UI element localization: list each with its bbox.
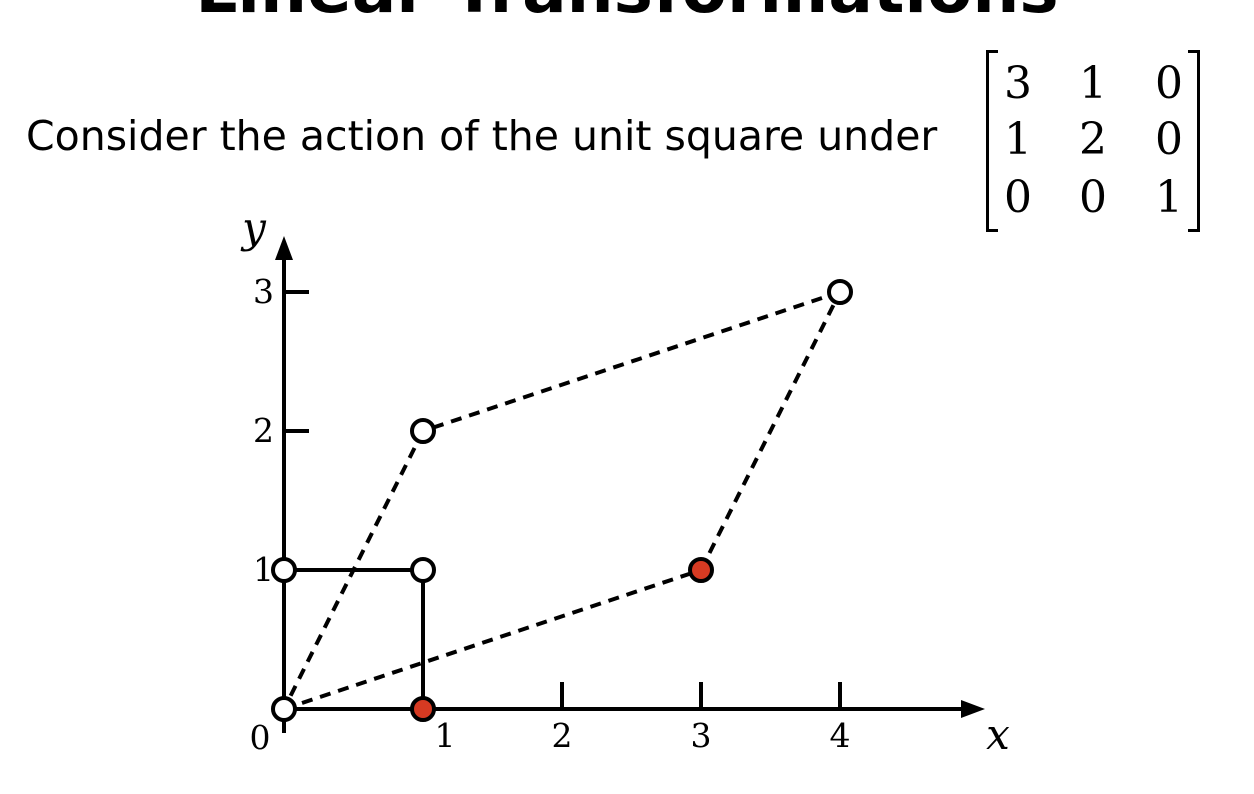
transformed-square-edge	[422, 290, 841, 433]
vertex-marker	[410, 557, 436, 583]
transformation-matrix: 3 1 0 1 2 0 0 0 1	[986, 50, 1200, 232]
transformed-square-edge	[283, 568, 702, 711]
x-tick-label: 1	[435, 716, 456, 755]
matrix-right-bracket	[1188, 50, 1200, 232]
x-tick-label: 3	[691, 716, 712, 755]
matrix-left-bracket	[986, 50, 998, 232]
vertex-marker	[271, 696, 297, 722]
vertex-marker	[271, 557, 297, 583]
origin-label: 0	[250, 718, 271, 757]
x-axis-label: x	[986, 710, 1010, 759]
subtitle: Consider the action of the unit square u…	[26, 112, 938, 160]
y-tick-label: 3	[253, 272, 274, 311]
matrix-cell: 1	[1079, 58, 1107, 109]
y-tick-label: 1	[253, 550, 274, 589]
vertex-marker	[827, 279, 853, 305]
matrix-cell: 0	[1079, 172, 1107, 223]
page-title: Linear Transformations	[0, 0, 1254, 23]
matrix-cell: 3	[1004, 58, 1032, 109]
matrix-cell: 0	[1004, 172, 1032, 223]
matrix-cell: 1	[1004, 114, 1032, 165]
matrix-cell: 0	[1155, 114, 1183, 165]
transformed-square-edge	[699, 291, 842, 571]
vertex-marker	[410, 418, 436, 444]
y-axis-label: y	[240, 203, 267, 252]
x-tick-label: 4	[830, 716, 851, 755]
matrix-cell: 1	[1155, 172, 1183, 223]
y-axis-arrow	[275, 236, 293, 260]
x-tick-label: 2	[552, 716, 573, 755]
x-axis-arrow	[961, 700, 985, 718]
vertex-marker	[688, 557, 714, 583]
vertex-marker	[410, 696, 436, 722]
matrix-cell: 0	[1155, 58, 1183, 109]
matrix-cell: 2	[1079, 114, 1107, 165]
y-tick-label: 2	[253, 411, 274, 450]
